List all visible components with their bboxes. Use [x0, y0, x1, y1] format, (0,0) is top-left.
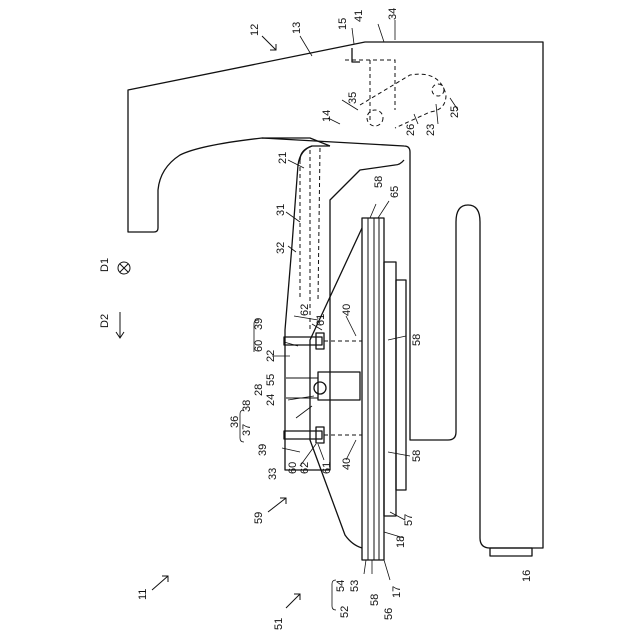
center-lines [286, 378, 318, 398]
label-24: 24 [265, 394, 277, 406]
label-11: 11 [137, 589, 149, 600]
tab-16 [490, 548, 532, 556]
bolt-lower-head [316, 427, 324, 443]
label-58c: 58 [411, 450, 423, 462]
label-52: 52 [339, 606, 351, 618]
arrow-12 [262, 36, 276, 50]
label-18: 18 [395, 536, 407, 548]
label-58d: 58 [369, 594, 381, 606]
outer-plate [384, 262, 396, 516]
board-stack [362, 218, 384, 560]
label-12: 12 [249, 24, 261, 36]
arrow-11 [152, 576, 168, 590]
label-16: 16 [521, 570, 533, 582]
label-23: 23 [425, 124, 437, 136]
label-39a: 39 [253, 318, 265, 330]
d1-cross [120, 264, 128, 272]
center-block [318, 372, 360, 400]
label-60b: 60 [287, 462, 299, 474]
label-61b: 61 [321, 462, 333, 474]
label-d1: D1 [99, 258, 111, 272]
arrow-51 [286, 594, 300, 608]
label-32: 32 [275, 242, 287, 254]
pivot-dashed [367, 110, 383, 126]
label-22: 22 [265, 350, 277, 362]
label-59: 59 [253, 512, 265, 524]
leaders [272, 20, 458, 580]
label-57: 57 [403, 514, 415, 526]
label-28: 28 [253, 384, 265, 396]
label-34: 34 [387, 8, 399, 20]
d2-arrow-icon [116, 312, 124, 338]
center-pin [314, 382, 326, 394]
label-14: 14 [321, 110, 333, 122]
label-61a: 61 [315, 314, 327, 326]
label-62b: 62 [299, 462, 311, 474]
label-56: 56 [383, 608, 395, 620]
label-40b: 40 [341, 458, 353, 470]
bolt-upper-head [316, 333, 324, 349]
label-33: 33 [267, 468, 279, 480]
label-40a: 40 [341, 304, 353, 316]
outer-plate-2 [396, 280, 406, 490]
label-25: 25 [449, 106, 461, 118]
label-60a: 60 [253, 340, 265, 352]
frame-body [128, 42, 543, 548]
label-35: 35 [347, 92, 359, 104]
label-13: 13 [291, 22, 303, 34]
label-58b: 58 [411, 334, 423, 346]
shaft-dashed [300, 60, 446, 330]
label-41: 41 [353, 10, 365, 22]
label-51: 51 [273, 618, 285, 630]
label-26: 26 [405, 124, 417, 136]
label-39b: 39 [257, 444, 269, 456]
label-58a: 58 [373, 176, 385, 188]
label-65: 65 [389, 186, 401, 198]
label-37: 37 [241, 424, 253, 436]
arrow-59 [268, 498, 286, 512]
reference-labels: 12 13 15 41 34 35 14 26 23 25 21 31 32 5… [137, 8, 533, 630]
label-36: 36 [229, 416, 241, 428]
label-15: 15 [337, 18, 349, 30]
label-17: 17 [391, 586, 403, 598]
label-31: 31 [275, 204, 287, 216]
label-54: 54 [335, 580, 347, 592]
label-62a: 62 [299, 304, 311, 316]
label-21: 21 [277, 152, 289, 164]
label-55: 55 [265, 374, 277, 386]
label-d2: D2 [99, 314, 111, 328]
label-53: 53 [349, 580, 361, 592]
